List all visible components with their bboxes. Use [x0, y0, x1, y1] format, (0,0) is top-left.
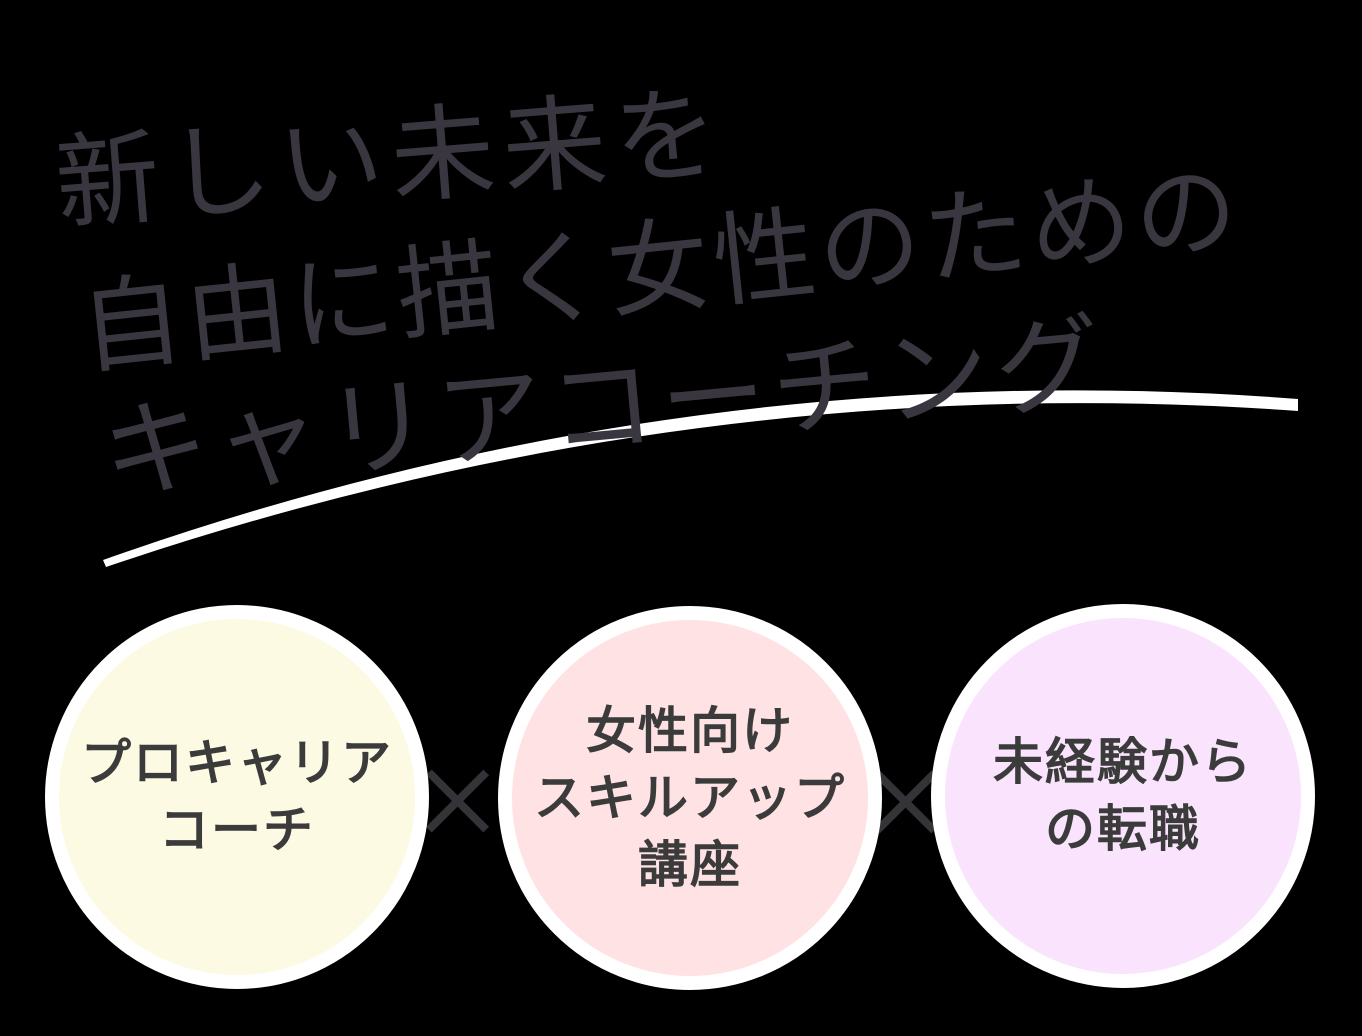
circle-label-line: 講座 [638, 836, 742, 893]
circle-label: プロキャリア コーチ [81, 730, 393, 864]
circle-label: 女性向け スキルアップ 講座 [534, 698, 846, 899]
circle-label: 未経験から の転職 [993, 729, 1253, 863]
circle-label-line: プロキャリア [81, 735, 393, 791]
circle-label-line: スキルアップ [534, 769, 846, 826]
feature-circle-pro-career-coach: プロキャリア コーチ [45, 605, 429, 989]
circle-label-line: の転職 [1045, 801, 1201, 857]
feature-circle-career-change: 未経験から の転職 [931, 604, 1315, 988]
circle-label-line: 女性向け [586, 702, 794, 759]
circle-label-line: 未経験から [993, 734, 1253, 790]
circle-label-line: コーチ [159, 802, 315, 858]
feature-circle-skillup-course: 女性向け スキルアップ 講座 [498, 606, 882, 990]
multiply-icon [426, 769, 490, 833]
multiply-icon [874, 770, 938, 834]
swoosh-stroke [103, 390, 1298, 567]
